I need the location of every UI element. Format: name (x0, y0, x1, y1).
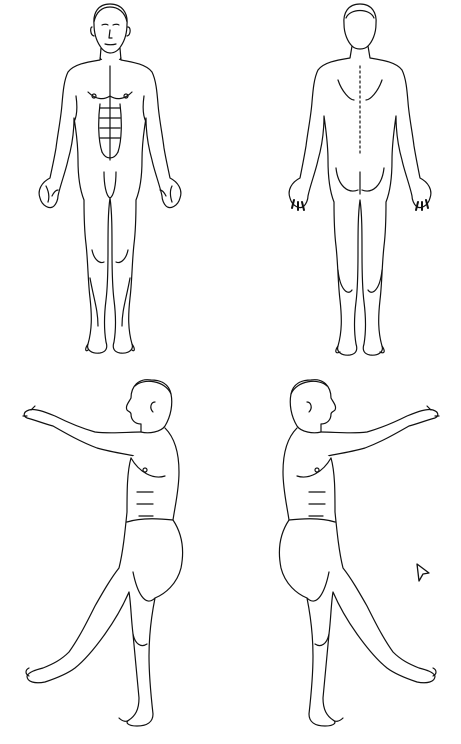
body-back-icon (280, 0, 445, 356)
body-side-left-icon (15, 372, 200, 734)
body-front-figure[interactable] (28, 0, 193, 356)
body-side-right-figure[interactable] (262, 372, 447, 734)
mouse-pointer-icon (414, 562, 432, 584)
mouse-pointer (414, 562, 432, 584)
body-side-left-figure[interactable] (15, 372, 200, 734)
body-side-right-icon (262, 372, 447, 734)
body-front-icon (28, 0, 193, 356)
body-back-figure[interactable] (280, 0, 445, 356)
